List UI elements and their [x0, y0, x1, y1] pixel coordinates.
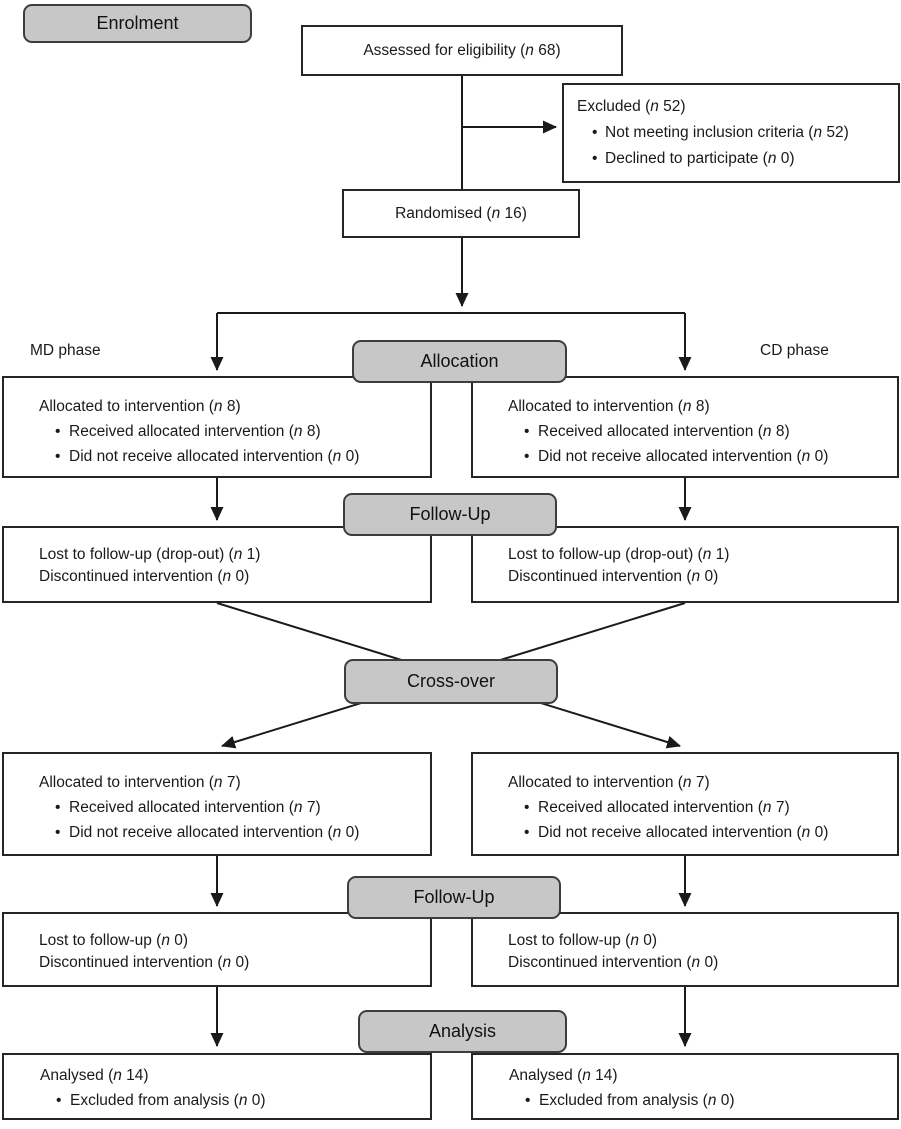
phase-label-cd: CD phase [760, 342, 829, 359]
assessed-text: Assessed for eligibility (n 68) [363, 41, 561, 59]
excluded-bullet: Declined to participate (n 0) [577, 146, 892, 172]
followup-line: Discontinued intervention (n 0) [508, 954, 719, 971]
allocation-bullet: Received allocated intervention (n 8) [508, 419, 891, 444]
assessed-box: Assessed for eligibility (n 68) [301, 25, 623, 76]
followup-box-cd-2: Lost to follow-up (n 0) Discontinued int… [471, 912, 899, 987]
allocation-title: Allocated to intervention (n 8) [508, 398, 710, 415]
stage-label-followup-1: Follow-Up [343, 493, 557, 536]
allocation-box-cd: Allocated to intervention (n 8) Received… [471, 376, 899, 478]
stage-label-text: Cross-over [406, 671, 495, 691]
followup-line: Discontinued intervention (n 0) [39, 954, 250, 971]
excluded-bullet: Not meeting inclusion criteria (n 52) [577, 120, 892, 146]
allocation-box-md: Allocated to intervention (n 8) Received… [2, 376, 432, 478]
allocation-bullet: Did not receive allocated intervention (… [39, 820, 424, 845]
analysis-title: Analysed (n 14) [40, 1067, 149, 1084]
allocation-title: Allocated to intervention (n 7) [508, 774, 710, 791]
allocation-title: Allocated to intervention (n 8) [39, 398, 241, 415]
analysis-box-cd: Analysed (n 14) Excluded from analysis (… [471, 1053, 899, 1120]
followup-line: Lost to follow-up (n 0) [508, 932, 658, 949]
stage-label-text: Follow-Up [413, 887, 495, 907]
followup-line: Lost to follow-up (drop-out) (n 1) [508, 546, 730, 563]
allocation-box-cd-2: Allocated to intervention (n 7) Received… [471, 752, 899, 856]
followup-line: Lost to follow-up (n 0) [39, 932, 189, 949]
stage-label-text: Follow-Up [409, 504, 491, 524]
stage-label-text: Allocation [420, 351, 499, 371]
stage-label-text: Enrolment [96, 13, 179, 33]
randomised-box: Randomised (n 16) [342, 189, 580, 238]
followup-line: Discontinued intervention (n 0) [508, 568, 719, 585]
allocation-title: Allocated to intervention (n 7) [39, 774, 241, 791]
stage-label-followup-2: Follow-Up [347, 876, 561, 919]
allocation-box-md-2: Allocated to intervention (n 7) Received… [2, 752, 432, 856]
randomised-text: Randomised (n 16) [395, 204, 527, 222]
analysis-title: Analysed (n 14) [509, 1067, 618, 1084]
stage-label-text: Analysis [428, 1021, 497, 1041]
followup-box-md-1: Lost to follow-up (drop-out) (n 1) Disco… [2, 526, 432, 603]
phase-label-md: MD phase [30, 342, 101, 359]
stage-label-analysis: Analysis [358, 1010, 567, 1053]
stage-label-allocation: Allocation [352, 340, 567, 383]
excluded-box: Excluded (n 52) Not meeting inclusion cr… [562, 83, 900, 183]
allocation-bullet: Received allocated intervention (n 7) [508, 795, 891, 820]
followup-box-cd-1: Lost to follow-up (drop-out) (n 1) Disco… [471, 526, 899, 603]
allocation-bullet: Received allocated intervention (n 7) [39, 795, 424, 820]
stage-label-crossover: Cross-over [344, 659, 558, 704]
allocation-bullet: Did not receive allocated intervention (… [39, 444, 424, 469]
followup-box-md-2: Lost to follow-up (n 0) Discontinued int… [2, 912, 432, 987]
followup-line: Discontinued intervention (n 0) [39, 568, 250, 585]
allocation-bullet: Received allocated intervention (n 8) [39, 419, 424, 444]
followup-line: Lost to follow-up (drop-out) (n 1) [39, 546, 261, 563]
allocation-bullet: Did not receive allocated intervention (… [508, 820, 891, 845]
analysis-box-md: Analysed (n 14) Excluded from analysis (… [2, 1053, 432, 1120]
stage-label-enrolment: Enrolment [23, 4, 252, 43]
analysis-bullet: Excluded from analysis (n 0) [40, 1088, 424, 1113]
excluded-title: Excluded (n 52) [577, 98, 686, 115]
allocation-bullet: Did not receive allocated intervention (… [508, 444, 891, 469]
analysis-bullet: Excluded from analysis (n 0) [509, 1088, 891, 1113]
